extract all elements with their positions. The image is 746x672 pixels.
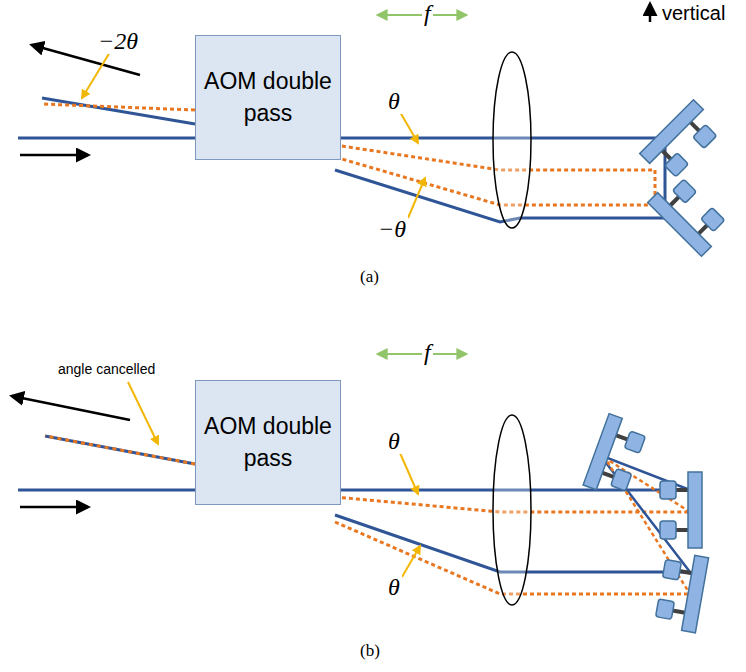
panel-b [12, 354, 709, 633]
annotation: −θ [376, 216, 408, 242]
annotation: angle cancelled [56, 362, 157, 377]
annotation: θ [386, 574, 402, 600]
aom-box: AOM double pass [195, 35, 341, 160]
annotation: vertical [662, 2, 725, 24]
annotation: θ [386, 428, 402, 454]
annotation: f [422, 0, 433, 26]
aom-box: AOM double pass [195, 380, 341, 505]
annotation: f [422, 339, 433, 365]
panel-caption: (a) [360, 268, 379, 287]
annotation: −2θ [96, 28, 140, 54]
panel-a [18, 4, 731, 256]
annotation: θ [386, 88, 402, 114]
box-label: AOM double pass [196, 405, 340, 479]
box-label: AOM double pass [196, 60, 340, 134]
panel-caption: (b) [360, 642, 380, 661]
